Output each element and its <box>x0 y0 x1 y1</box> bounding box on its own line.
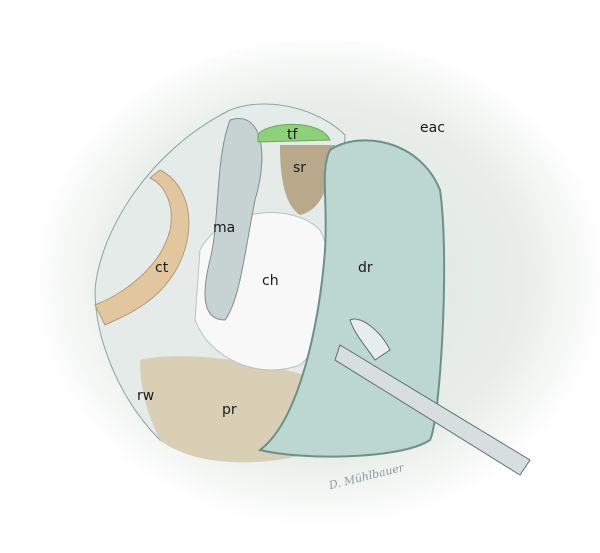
label-tf: tf <box>287 127 298 143</box>
chorda-tympani <box>94 169 190 326</box>
instrument-shaft <box>334 344 531 476</box>
label-ch: ch <box>262 273 279 289</box>
instrument-tip <box>349 318 391 361</box>
label-chorda-tympani: ct <box>155 260 169 276</box>
label-malleus: ma <box>213 220 236 236</box>
label-drum: dr <box>358 260 373 276</box>
drum <box>257 139 446 458</box>
stapes-region <box>280 145 335 215</box>
label-sr: sr <box>293 160 307 176</box>
label-round-window: rw <box>137 388 155 404</box>
tympanic-flap <box>257 123 331 143</box>
label-promontory: pr <box>222 402 237 418</box>
malleus <box>204 118 263 321</box>
label-external-auditory-canal: eac <box>420 120 445 136</box>
